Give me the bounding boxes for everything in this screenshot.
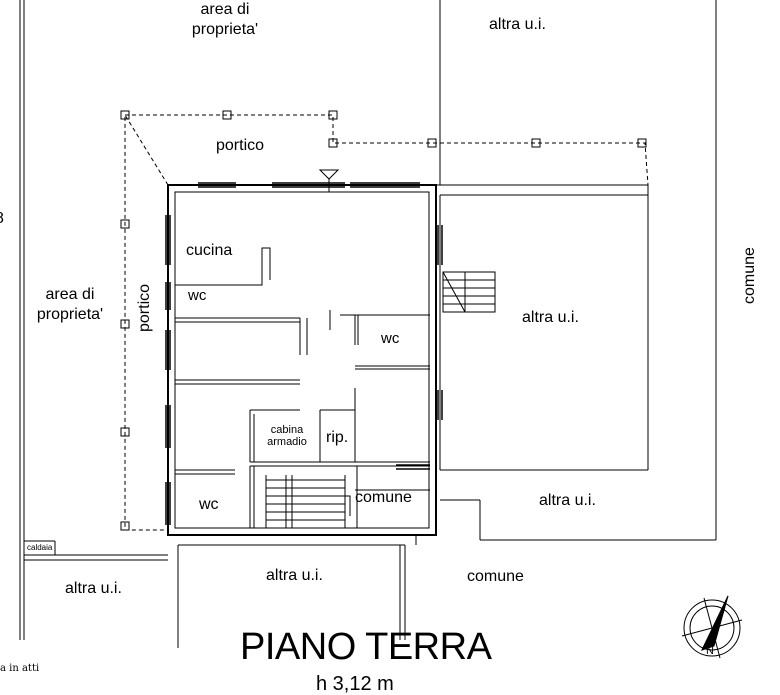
- plan-title: PIANO TERRA: [240, 626, 492, 668]
- entrance-marker: [318, 169, 450, 545]
- comune-label-right: comune: [741, 247, 758, 304]
- cabina-line2: armadio: [267, 435, 307, 448]
- portico-pillars: [120, 110, 647, 531]
- area-label-left: area di proprieta': [24, 286, 116, 324]
- caldaia-label: caldaia: [27, 543, 53, 552]
- portico-label-top: portico: [216, 137, 265, 154]
- interior-partitions: [175, 247, 430, 528]
- altra-ui-bottom-left: altra u.i.: [65, 580, 122, 597]
- altra-ui-top-right: altra u.i.: [489, 16, 546, 33]
- area-label-top: area di proprieta': [180, 1, 270, 39]
- room-label-wc-left: wc: [188, 287, 207, 304]
- comune-label-bottom: comune: [467, 568, 524, 585]
- neighbour-staircase: [442, 271, 496, 313]
- area-label-left-line2: proprieta': [36, 305, 104, 323]
- edge-mark: 8: [0, 210, 4, 228]
- altra-ui-bottom-mid: altra u.i.: [266, 567, 323, 584]
- plan-height: h 3,12 m: [316, 673, 394, 695]
- plan-footnote: a in atti: [0, 663, 40, 674]
- area-label-top-line1: area di: [200, 1, 250, 18]
- boundary-lines: [19, 0, 717, 648]
- area-label-left-line1: area di: [45, 286, 95, 303]
- altra-ui-right-low: altra u.i.: [539, 492, 596, 509]
- room-label-rip: rip.: [326, 429, 349, 446]
- windows: [165, 182, 443, 525]
- room-label-wc-center: wc: [381, 330, 400, 347]
- altra-ui-right-mid: altra u.i.: [522, 309, 579, 326]
- room-label-cucina: cucina: [186, 242, 233, 259]
- building-walls: [167, 184, 649, 536]
- north-arrow-graphic: [681, 595, 743, 659]
- room-label-comune-stair: comune: [355, 489, 412, 506]
- cabina-line1: cabina: [270, 424, 304, 436]
- staircase: [265, 475, 351, 528]
- room-label-wc-bottom: wc: [199, 496, 219, 513]
- portico-label-left: portico: [136, 283, 153, 332]
- area-label-top-line2: proprieta': [191, 20, 259, 38]
- room-label-cabina-armadio: cabina armadio: [257, 424, 317, 448]
- portico-outline: [124, 113, 649, 531]
- north-arrow-letter: N: [706, 645, 714, 657]
